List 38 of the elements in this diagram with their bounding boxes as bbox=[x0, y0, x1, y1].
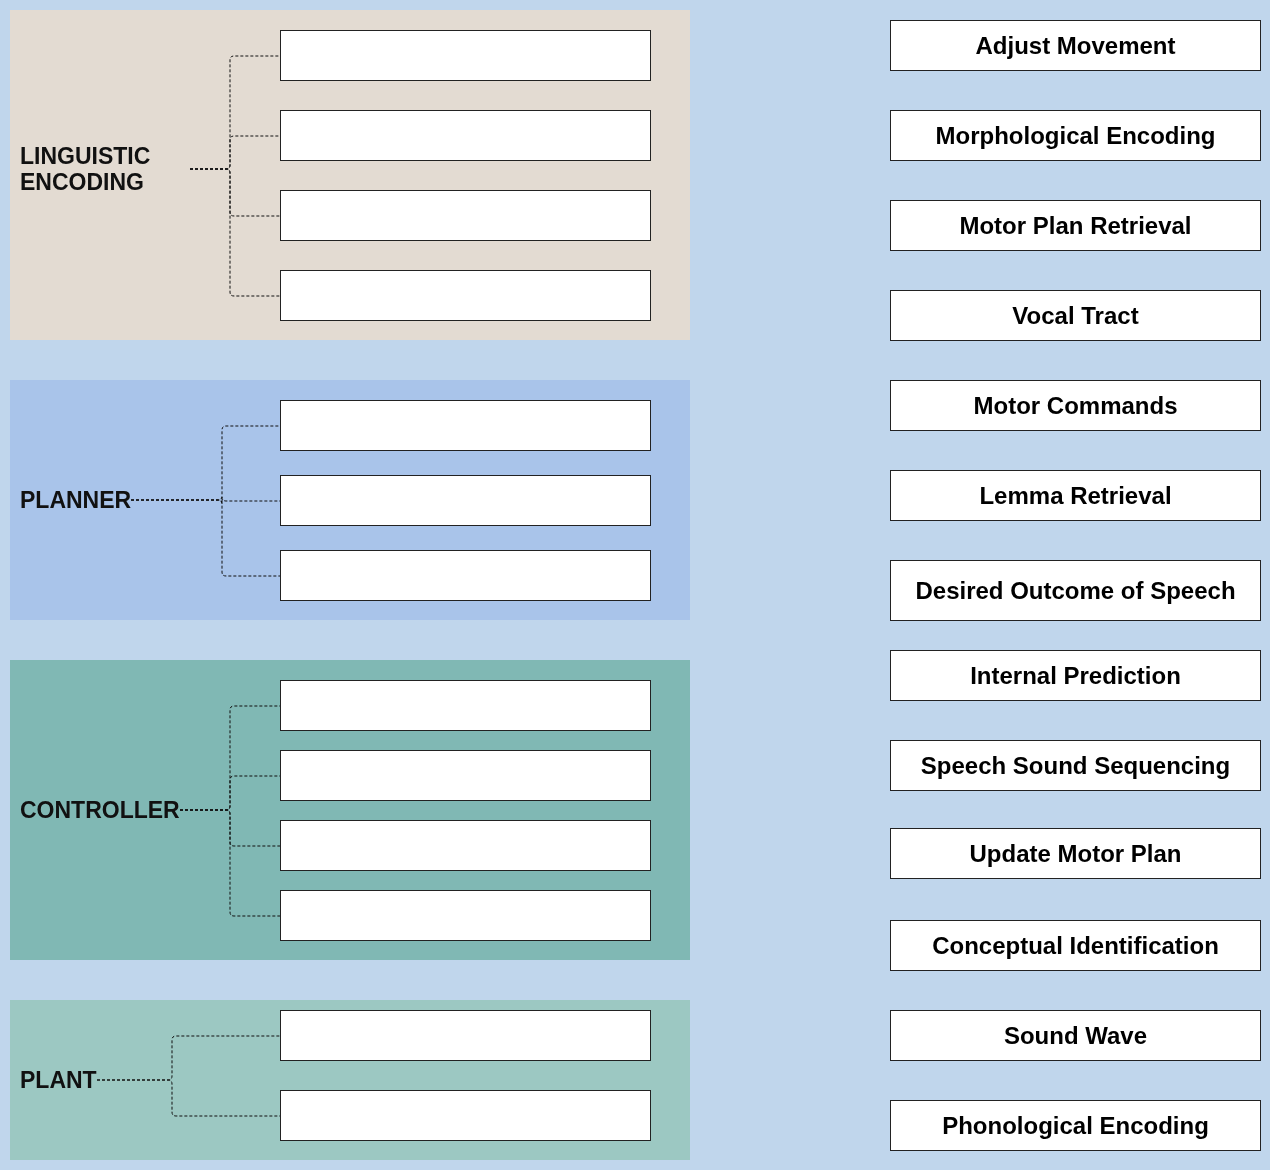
answer-box bbox=[280, 190, 651, 241]
word-bank-box: Morphological Encoding bbox=[890, 110, 1261, 161]
word-bank-box: Adjust Movement bbox=[890, 20, 1261, 71]
word-bank-box: Desired Outcome of Speech bbox=[890, 560, 1261, 621]
answer-box bbox=[280, 475, 651, 526]
answer-box bbox=[280, 550, 651, 601]
answer-box bbox=[280, 750, 651, 801]
answer-box bbox=[280, 110, 651, 161]
answer-box bbox=[280, 400, 651, 451]
answer-box bbox=[280, 820, 651, 871]
group-panel bbox=[10, 10, 690, 340]
word-bank-box: Conceptual Identification bbox=[890, 920, 1261, 971]
bracket-line bbox=[130, 499, 281, 577]
bracket-line bbox=[96, 1079, 281, 1117]
word-bank-box: Speech Sound Sequencing bbox=[890, 740, 1261, 791]
word-bank-box: Sound Wave bbox=[890, 1010, 1261, 1061]
word-bank-box: Motor Plan Retrieval bbox=[890, 200, 1261, 251]
group-panel bbox=[10, 660, 690, 960]
group-heading: PLANNER bbox=[20, 487, 132, 513]
word-bank-box: Vocal Tract bbox=[890, 290, 1261, 341]
group-panel bbox=[10, 380, 690, 620]
word-bank-box: Update Motor Plan bbox=[890, 828, 1261, 879]
bracket-line bbox=[189, 168, 281, 297]
bracket-line bbox=[179, 809, 281, 917]
answer-box bbox=[280, 680, 651, 731]
word-bank-box: Lemma Retrieval bbox=[890, 470, 1261, 521]
group-heading: PLANT bbox=[20, 1067, 97, 1093]
answer-box bbox=[280, 270, 651, 321]
group-heading: LINGUISTIC ENCODING bbox=[20, 143, 190, 195]
answer-box bbox=[280, 30, 651, 81]
word-bank-box: Motor Commands bbox=[890, 380, 1261, 431]
answer-box bbox=[280, 1090, 651, 1141]
answer-box bbox=[280, 1010, 651, 1061]
group-panel bbox=[10, 1000, 690, 1160]
word-bank-box: Phonological Encoding bbox=[890, 1100, 1261, 1151]
word-bank-box: Internal Prediction bbox=[890, 650, 1261, 701]
answer-box bbox=[280, 890, 651, 941]
group-heading: CONTROLLER bbox=[20, 797, 180, 823]
